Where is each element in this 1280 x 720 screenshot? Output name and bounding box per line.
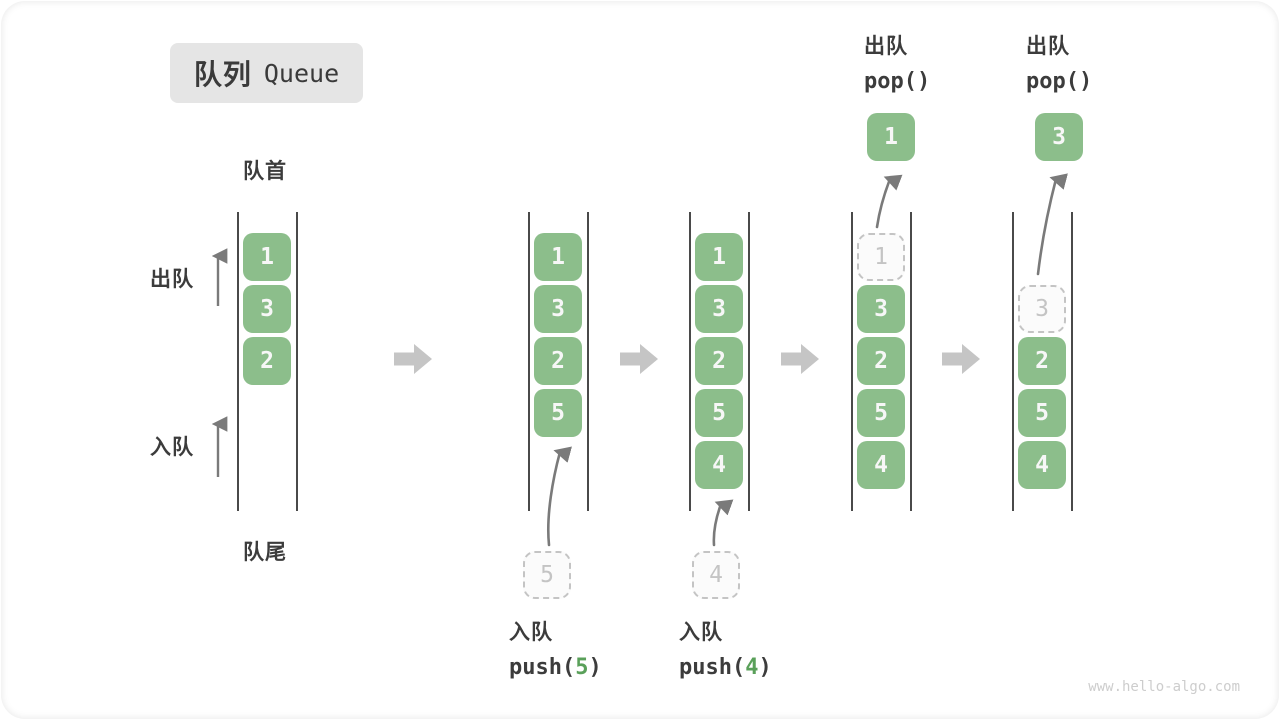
queue-cell: 5 <box>1018 389 1066 437</box>
title-chip: 队列 Queue <box>170 43 363 103</box>
label-dequeue: 出队 <box>150 268 194 291</box>
label-queue-rear: 队尾 <box>243 541 287 564</box>
queue-cell: 2 <box>243 337 291 385</box>
label-queue-front: 队首 <box>243 160 287 183</box>
queue-state-1-rail: 1 3 2 <box>237 212 298 511</box>
label-enqueue: 入队 <box>150 436 194 459</box>
op-push-5-code: push(5) <box>509 655 602 680</box>
op-pop-1-code: pop() <box>864 69 931 94</box>
queue-state-3-rail: 1 3 2 5 4 <box>689 212 750 511</box>
queue-cell: 2 <box>1018 337 1066 385</box>
queue-cell: 3 <box>534 285 582 333</box>
title-en: Queue <box>263 58 340 88</box>
op-pop-2-code: pop() <box>1026 69 1093 94</box>
op-push-5: 入队 push(5) <box>509 616 602 680</box>
title-zh: 队列 <box>193 59 252 90</box>
queue-state-5-rail: 3 2 5 4 <box>1012 212 1073 511</box>
op-pop-2-label: 出队 <box>1026 35 1070 58</box>
queue-state-4-rail: 1 3 2 5 4 <box>851 212 912 511</box>
transition-arrow-icon <box>781 344 819 374</box>
op-push-4-code: push(4) <box>679 655 772 680</box>
queue-cell: 5 <box>534 389 582 437</box>
op-push-5-fn: push( <box>509 655 576 680</box>
op-pop-1: 出队 pop() <box>864 30 930 94</box>
queue-cell: 2 <box>695 337 743 385</box>
queue-cell: 4 <box>1018 441 1066 489</box>
op-pop-2: 出队 pop() <box>1026 30 1092 94</box>
op-push-4-label: 入队 <box>679 621 723 644</box>
queue-cell: 1 <box>243 233 291 281</box>
op-push-4-arg: 4 <box>745 655 759 680</box>
queue-cell: 1 <box>534 233 582 281</box>
op-push-4: 入队 push(4) <box>679 616 772 680</box>
queue-cell: 1 <box>695 233 743 281</box>
transition-arrow-icon <box>620 344 658 374</box>
watermark: www.hello-algo.com <box>1088 679 1240 695</box>
transition-arrow-icon <box>942 344 980 374</box>
queue-cell: 3 <box>857 285 905 333</box>
queue-cell: 5 <box>857 389 905 437</box>
op-pop-1-label: 出队 <box>864 35 908 58</box>
queue-cell: 3 <box>695 285 743 333</box>
popped-cell: 3 <box>1035 113 1083 161</box>
queue-cell: 4 <box>857 441 905 489</box>
queue-cell: 2 <box>857 337 905 385</box>
op-push-4-close: ) <box>758 655 772 680</box>
ghost-cell: 1 <box>857 233 905 281</box>
op-push-5-arg: 5 <box>575 655 589 680</box>
staged-cell: 5 <box>523 551 571 599</box>
queue-cell: 3 <box>243 285 291 333</box>
queue-state-2-rail: 1 3 2 5 <box>528 212 589 511</box>
transition-arrow-icon <box>394 344 432 374</box>
ghost-cell: 3 <box>1018 285 1066 333</box>
queue-cell: 5 <box>695 389 743 437</box>
op-push-5-label: 入队 <box>509 621 553 644</box>
staged-cell: 4 <box>692 551 740 599</box>
op-push-4-fn: push( <box>679 655 746 680</box>
queue-cell: 2 <box>534 337 582 385</box>
op-push-5-close: ) <box>588 655 602 680</box>
queue-cell: 4 <box>695 441 743 489</box>
popped-cell: 1 <box>867 113 915 161</box>
